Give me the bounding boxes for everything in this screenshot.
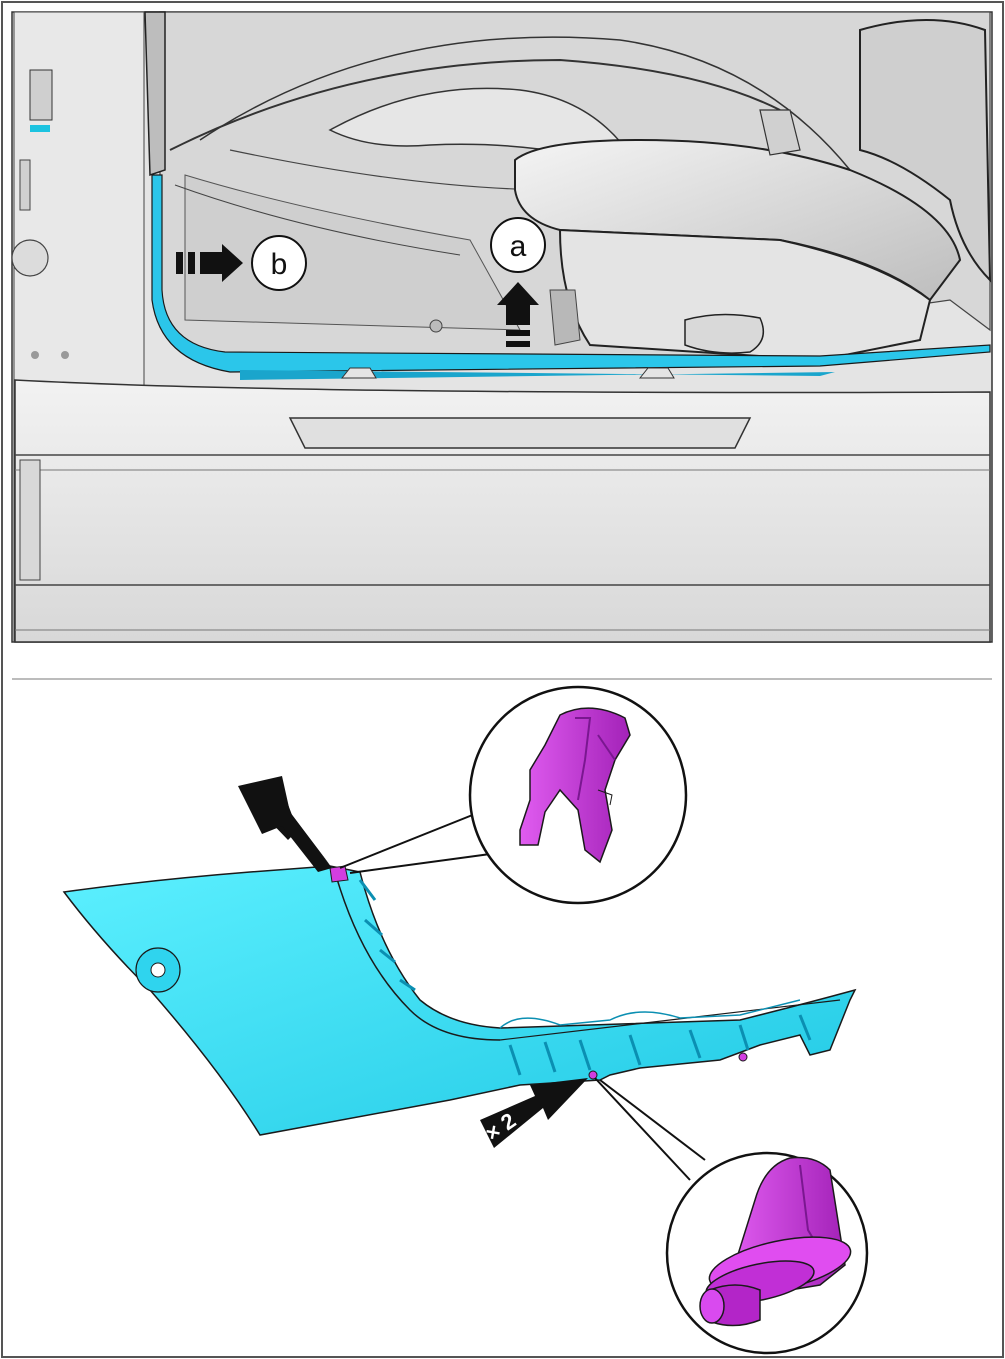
pushpin-clip-detail-magnifier (665, 1151, 869, 1355)
callout-a-circle (490, 217, 546, 273)
clip-detail-magnifier (468, 685, 688, 905)
callout-b-circle (251, 235, 307, 291)
arrow-direction-icon (176, 244, 243, 282)
callout-b-label: b (271, 248, 288, 281)
callout-a-label: a (510, 230, 527, 263)
front-seat (514, 19, 992, 362)
door-opening-view: b a (11, 11, 993, 643)
sill-trim-panel-installed (151, 174, 991, 373)
trim-panel-detail-view: × 2 (62, 685, 869, 1355)
pull-arrow-icon (497, 282, 539, 347)
sill-trim-panel (62, 865, 857, 1136)
